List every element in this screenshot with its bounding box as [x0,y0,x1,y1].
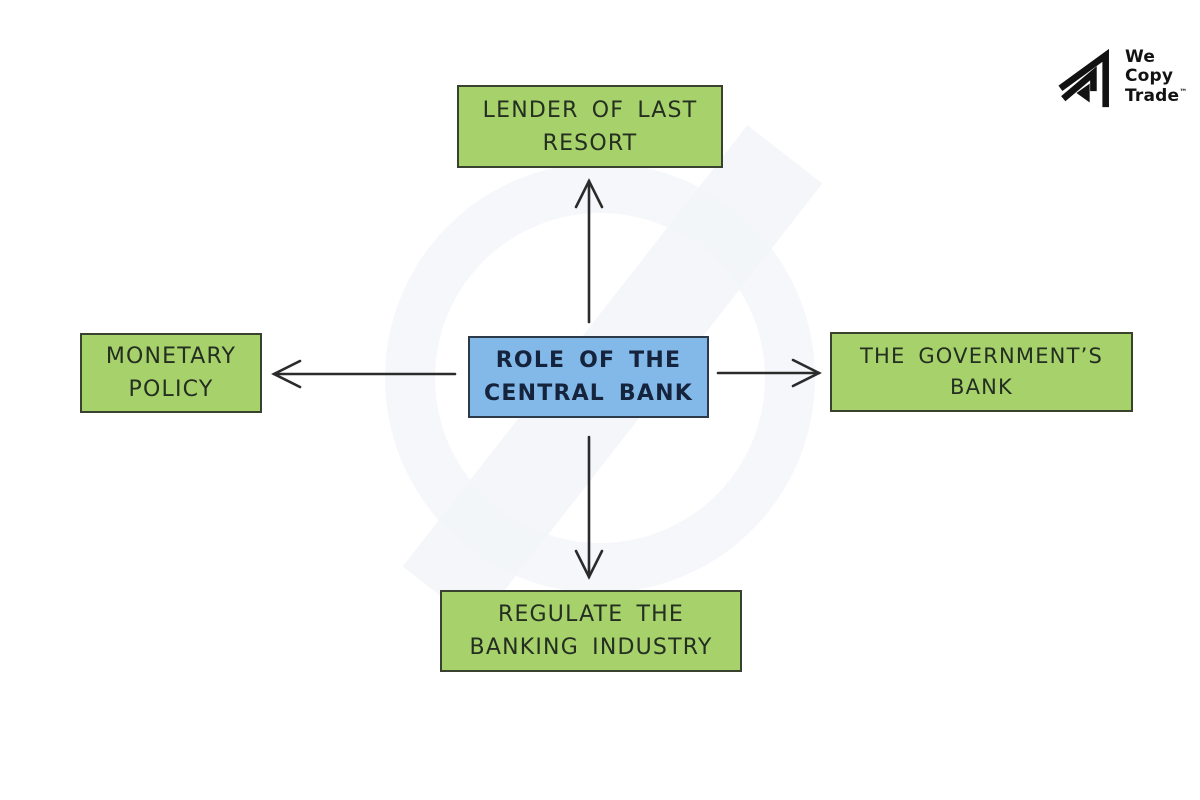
node-label-line: CENTRAL BANK [484,381,693,406]
node-monetary-policy: MONETARY POLICY [80,333,262,413]
node-governments-bank: THE GOVERNMENT’S BANK [830,332,1133,412]
arrow-group [271,178,822,580]
node-lender-of-last-resort: LENDER OF LAST RESORT [457,85,723,168]
we-copy-trade-logo-text: We Copy Trade™ [1125,47,1188,106]
node-label-line: THE GOVERNMENT’S [859,343,1104,368]
logo-word: Copy [1125,66,1174,87]
node-label-line: REGULATE THE [497,602,685,627]
we-copy-trade-logo-icon [1058,48,1109,108]
trademark-symbol: ™ [1179,86,1188,96]
logo-word: Trade™ [1125,85,1188,106]
node-label-line: POLICY [128,377,214,402]
arrow-down [574,435,604,580]
arrow-left [271,359,457,389]
we-copy-trade-logo: We Copy Trade™ [1052,44,1188,110]
node-label-line: ROLE OF THE [495,348,682,373]
node-label-line: RESORT [542,130,638,156]
node-label-line: BANKING INDUSTRY [469,635,713,660]
logo-word: We [1125,47,1156,68]
node-label-line: LENDER OF LAST [482,97,698,123]
node-label-line: BANK [949,375,1014,399]
arrow-up [574,178,604,324]
node-label-line: MONETARY [105,344,237,369]
arrow-right [716,358,822,388]
node-regulate-banking-industry: REGULATE THE BANKING INDUSTRY [440,590,742,672]
node-role-of-central-bank: ROLE OF THE CENTRAL BANK [468,336,709,418]
